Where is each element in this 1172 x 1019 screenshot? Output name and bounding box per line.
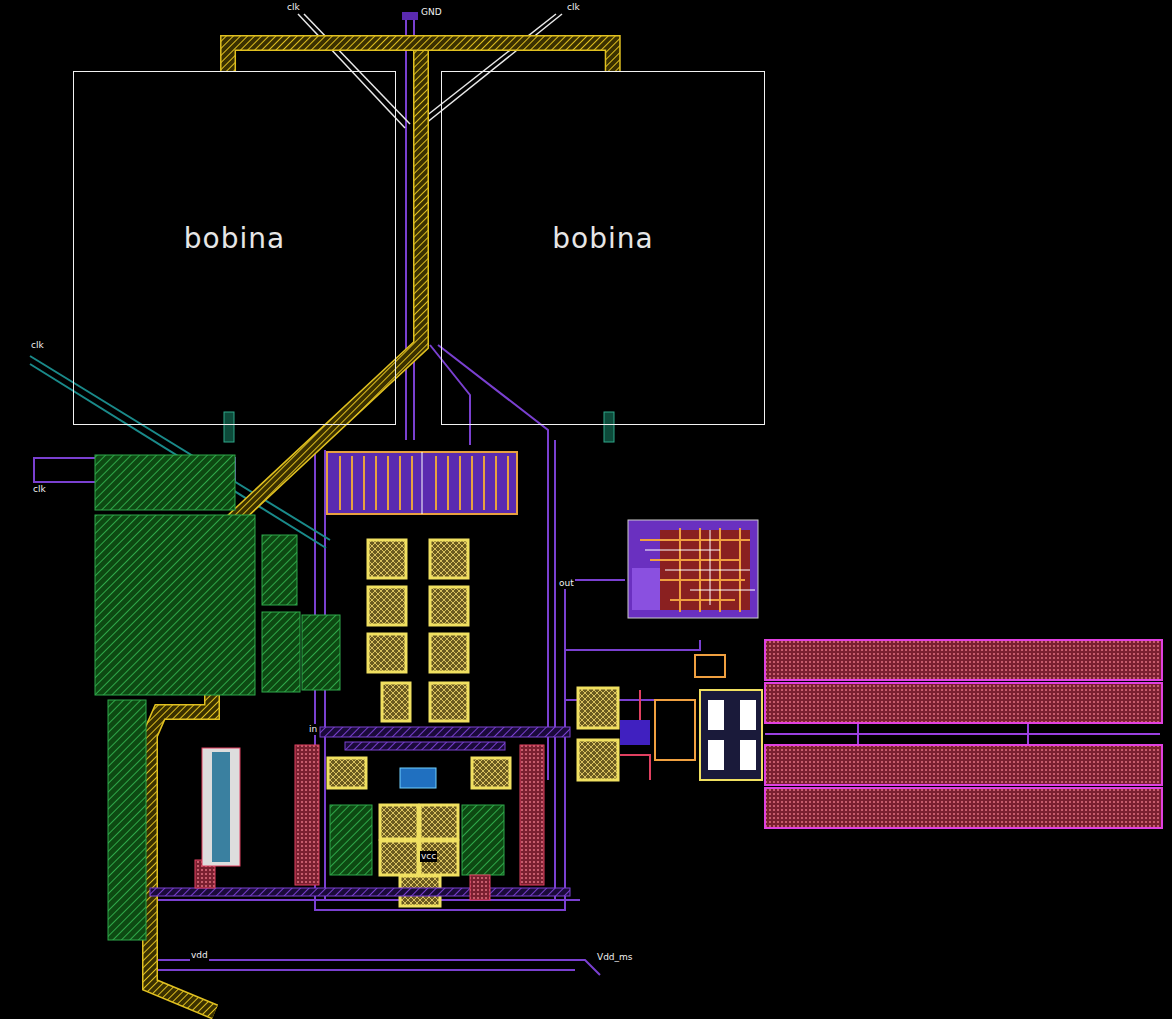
metal-bus bbox=[150, 727, 570, 896]
metal-bus bbox=[34, 12, 700, 975]
pin-label: clk bbox=[286, 2, 301, 13]
resistor-bar bbox=[765, 640, 1162, 828]
coil-outline: bobina bbox=[441, 71, 765, 425]
coil-label: bobina bbox=[552, 222, 653, 255]
metal-trace bbox=[228, 43, 613, 71]
coil-label: bobina bbox=[184, 222, 285, 255]
logic-block bbox=[628, 520, 758, 618]
pin-label: clk bbox=[566, 2, 581, 13]
capacitor-array bbox=[327, 452, 517, 514]
resistor-column bbox=[195, 745, 544, 900]
device bbox=[400, 768, 436, 788]
capacitor-cell bbox=[328, 540, 618, 906]
pin-label: vcc bbox=[420, 851, 437, 862]
metal-bus bbox=[765, 724, 1160, 744]
resistor-ladder bbox=[202, 748, 240, 866]
pad bbox=[402, 12, 418, 20]
coil-tab bbox=[224, 412, 614, 442]
transistor-array bbox=[95, 455, 504, 940]
coil-outline: bobina bbox=[73, 71, 396, 425]
pin-label: clk bbox=[30, 340, 45, 351]
pin-label: GND bbox=[420, 7, 443, 18]
pin-label: Vdd_ms bbox=[596, 952, 634, 963]
device bbox=[620, 655, 762, 780]
metal-trace-outline bbox=[228, 43, 613, 71]
pin-label: out bbox=[558, 578, 575, 589]
pin-label: in bbox=[308, 724, 318, 735]
pin-label: vdd bbox=[190, 950, 209, 961]
pin-label: clk bbox=[32, 484, 47, 495]
